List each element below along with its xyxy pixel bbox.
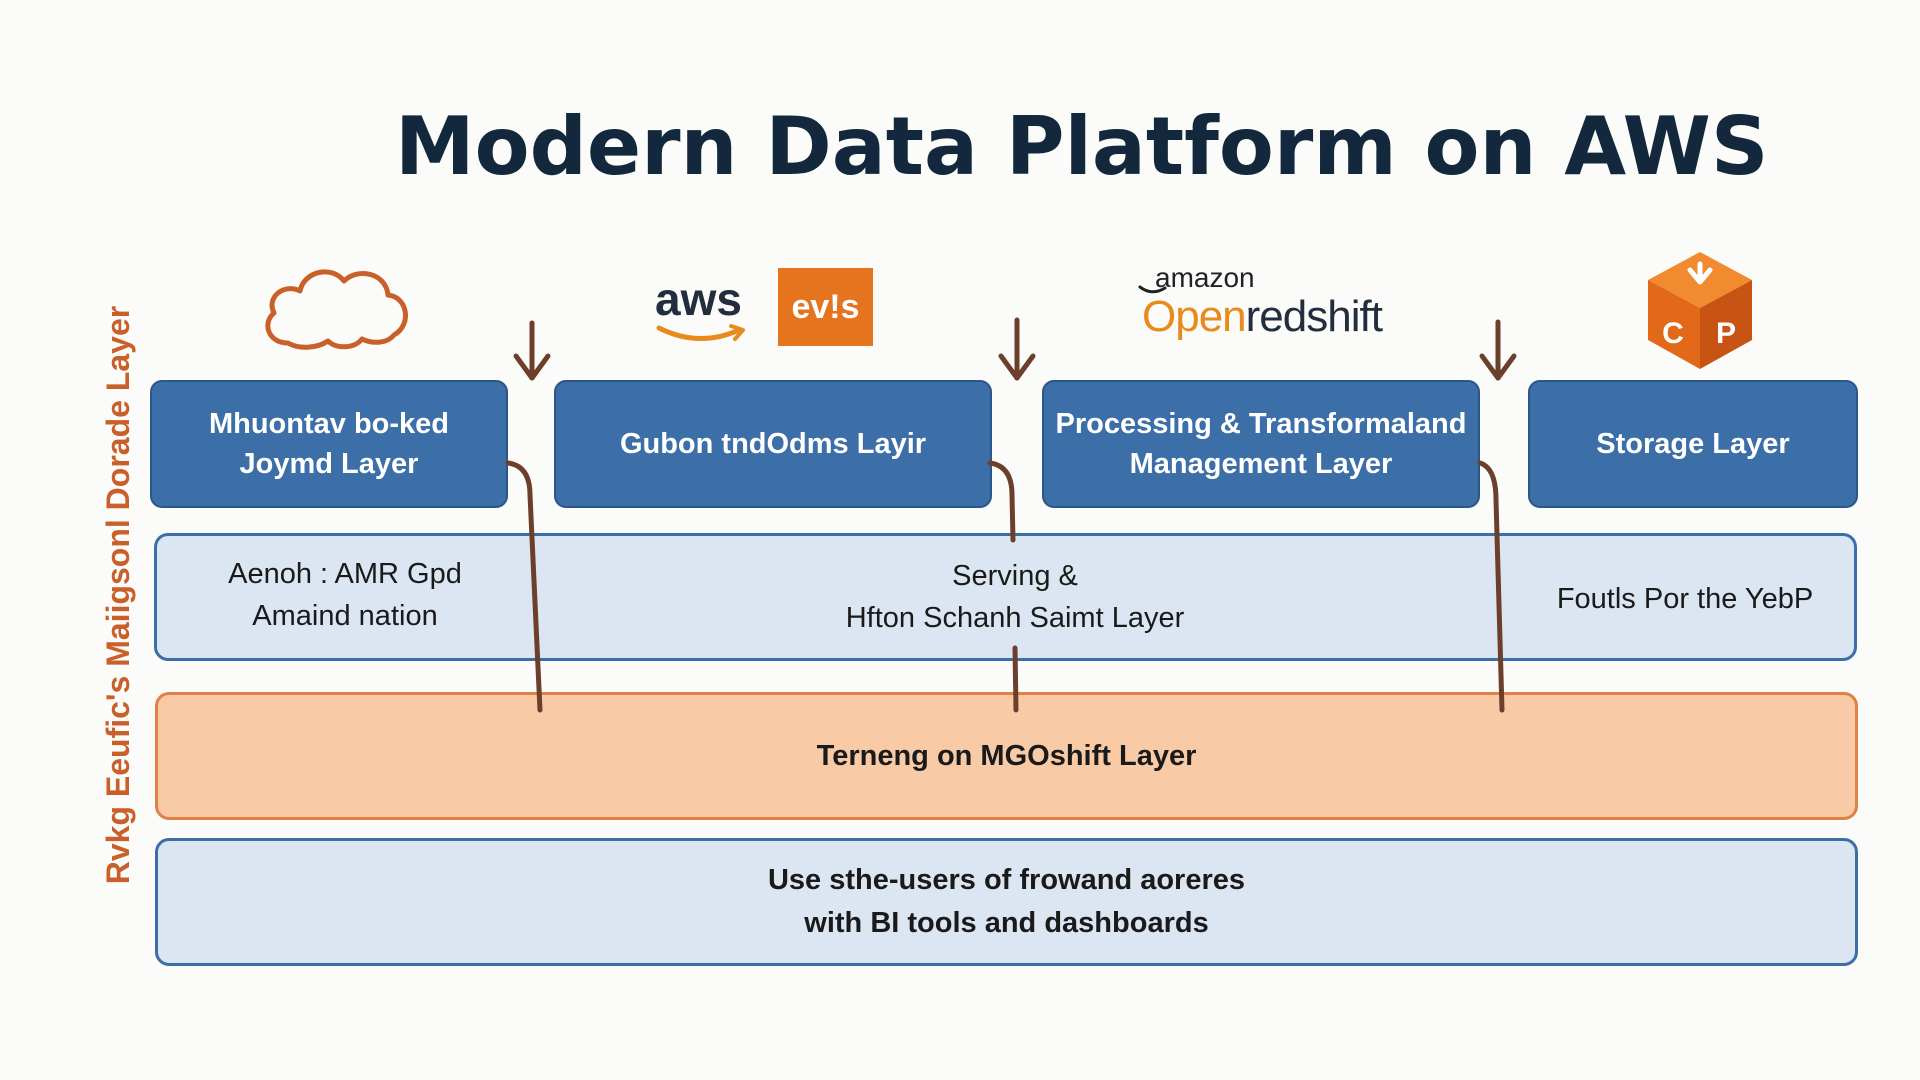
down-arrow-icon-2 [998,317,1036,381]
down-arrow-icon-1 [513,320,551,381]
layer-box-ingestion-line2: Joymd Layer [239,448,419,480]
layer-box-storage-label: Storage Layer [1596,428,1790,460]
layer-box-processing-line2: Management Layer [1129,448,1393,480]
serving-left-text: Aenoh : AMR Gpd Amaind nation [200,553,490,637]
layer-box-catalog-label: Gubon tndOdms Layir [619,428,927,460]
cube-letter-p: P [1716,317,1736,350]
users-line1: Use sthe-users of frowand aoreres [767,864,1246,896]
layer-box-ingestion-line1: Mhuontav bo-ked [208,408,450,440]
aws-logo-text: aws [655,273,742,325]
openredshift-logo: Openredshift [1142,292,1383,342]
layer-box-processing: Processing & Transformaland Management L… [1042,380,1480,508]
serving-left-line2: Amaind nation [252,600,438,632]
cube-letter-c: C [1662,317,1684,350]
serving-left-line1: Aenoh : AMR Gpd [228,558,462,590]
down-arrow-icon-3 [1479,319,1517,381]
serving-center-text: Serving & Hfton Schanh Saimt Layer [815,555,1215,639]
orange-layer-label: Terneng on MGOshift Layer [816,739,1197,772]
layer-box-processing-line1: Processing & Transformaland [1055,408,1467,440]
aws-service-badge: ev!s [778,268,873,346]
users-layer-band: Use sthe-users of frowand aoreres with B… [155,838,1858,966]
open-text: Open [1142,292,1247,341]
layer-box-catalog: Gubon tndOdms Layir [554,380,992,508]
orange-layer-band: Terneng on MGOshift Layer [155,692,1858,820]
serving-right-text: Foutls Por the YebP [1556,583,1814,615]
users-line2: with BI tools and dashboards [804,907,1209,939]
amazon-smile-icon [1138,285,1167,294]
aws-smile-icon [656,324,745,341]
layer-box-storage: Storage Layer [1528,380,1858,508]
amazon-logo-text: amazon [1155,262,1255,293]
redshift-text: redshift [1245,292,1383,341]
serving-center-line1: Serving & [952,560,1078,592]
cloud-icon [265,269,408,350]
side-layer-label: Rvkg Eeufic's Maiigsonl Dorade Layer [100,305,136,885]
diagram-title: Modern Data Platform on AWS [395,100,1769,193]
layer-box-ingestion: Mhuontav bo-ked Joymd Layer [150,380,508,508]
cube-icon: C P [1648,252,1752,369]
serving-center-line2: Hfton Schanh Saimt Layer [845,602,1185,634]
